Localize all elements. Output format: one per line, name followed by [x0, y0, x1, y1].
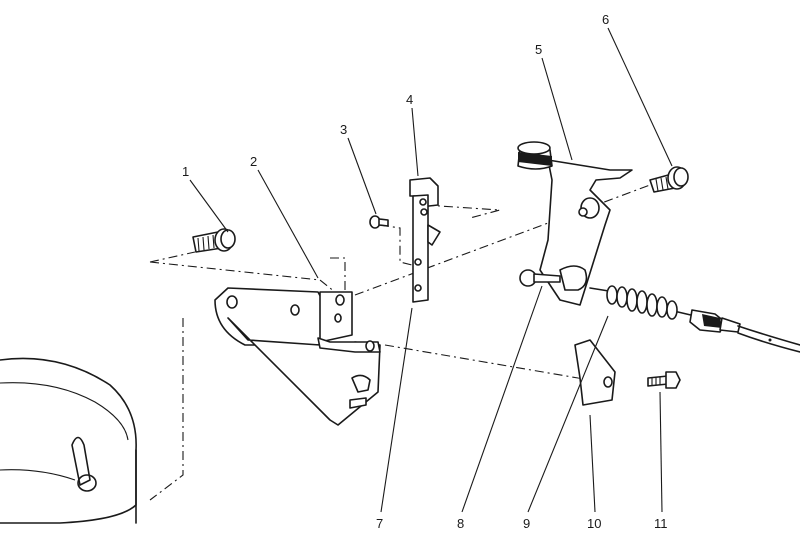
callout-2: 2 [250, 154, 257, 169]
callout-4: 4 [406, 92, 413, 107]
wing-knob-8 [519, 265, 588, 291]
plate-10 [574, 339, 616, 406]
cable-spring [606, 285, 678, 320]
callout-3: 3 [340, 122, 347, 137]
bolt-1 [192, 228, 236, 253]
screw-3 [369, 215, 389, 229]
callout-10: 10 [587, 516, 601, 531]
callout-5: 5 [535, 42, 542, 57]
callout-6: 6 [602, 12, 609, 27]
callout-1: 1 [182, 164, 189, 179]
callout-11: 11 [654, 516, 668, 531]
callout-7: 7 [376, 516, 383, 531]
engine-housing [0, 357, 137, 524]
bracket-4 [409, 177, 441, 303]
callout-8: 8 [457, 516, 464, 531]
leader-lines [189, 27, 673, 513]
main-bracket-2 [214, 287, 381, 426]
bolt-11 [647, 371, 681, 389]
cable-9 [589, 285, 800, 353]
bolt-6 [649, 166, 689, 193]
callout-9: 9 [523, 516, 530, 531]
callout-labels: 1 2 3 4 5 6 7 8 9 10 11 [182, 12, 668, 531]
